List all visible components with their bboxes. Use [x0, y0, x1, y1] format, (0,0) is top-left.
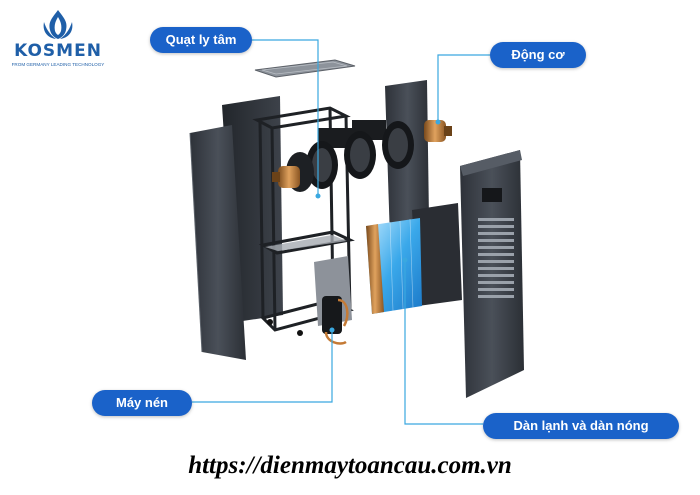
label-compressor: Máy nén — [92, 390, 192, 416]
label-coils: Dàn lạnh và dàn nóng — [483, 413, 679, 439]
left-panels — [189, 96, 283, 360]
centrifugal-fans — [286, 120, 414, 192]
brand-tagline: FROM GERMANY LEADING TECHNOLOGY — [11, 62, 105, 67]
top-cover — [254, 59, 356, 78]
caster-wheel — [297, 330, 303, 336]
leader-dot — [315, 193, 321, 199]
front-panel — [460, 150, 524, 398]
label-motor: Động cơ — [490, 42, 586, 68]
compressor — [314, 256, 352, 345]
coils — [366, 203, 462, 314]
caster-wheel — [267, 319, 273, 325]
flame-icon — [43, 10, 73, 39]
leader-lines — [192, 39, 490, 425]
brand-logo: KOSMEN FROM GERMANY LEADING TECHNOLOGY — [8, 8, 108, 68]
leader-dot — [402, 257, 408, 263]
leader-dot — [435, 119, 441, 125]
website-url: https://dienmaytoancau.com.vn — [188, 452, 512, 479]
frame-shelf — [265, 235, 347, 251]
motor-left — [272, 166, 300, 188]
brand-name: KOSMEN — [14, 41, 102, 61]
label-centrifugal-fan: Quạt ly tâm — [150, 27, 252, 53]
leader-dot — [329, 327, 335, 333]
vent-grille — [478, 218, 514, 298]
motor-right — [424, 120, 452, 142]
